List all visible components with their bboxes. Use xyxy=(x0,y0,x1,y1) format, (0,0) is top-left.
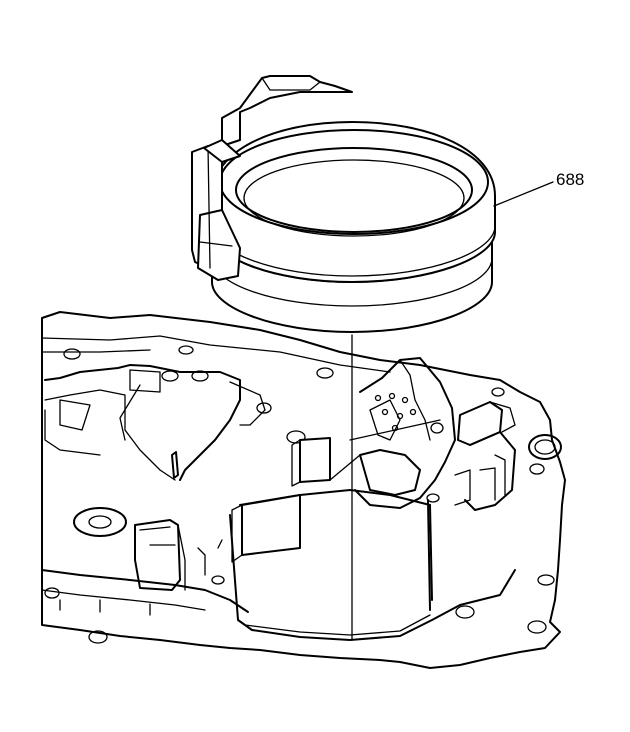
servo-mechanism xyxy=(329,357,456,611)
washer xyxy=(73,507,127,537)
drum-cavity xyxy=(229,437,516,641)
band-side-lug xyxy=(191,139,241,281)
callout-leader xyxy=(493,181,554,207)
band-top-rim xyxy=(211,121,496,283)
band-ring: 688 xyxy=(191,75,584,641)
center-shoe xyxy=(299,437,331,483)
transmission-case xyxy=(41,311,566,669)
right-boss xyxy=(528,434,562,460)
right-clip-assembly xyxy=(454,401,516,511)
band-inner-ring xyxy=(235,147,473,233)
band-top-lug xyxy=(221,75,353,147)
left-rib-housing xyxy=(44,364,241,481)
left-shoe xyxy=(241,494,301,556)
case-outline xyxy=(41,311,566,669)
bolt-holes xyxy=(44,345,555,644)
lower-left-rail xyxy=(41,569,249,613)
callout-label: 688 xyxy=(556,170,584,189)
